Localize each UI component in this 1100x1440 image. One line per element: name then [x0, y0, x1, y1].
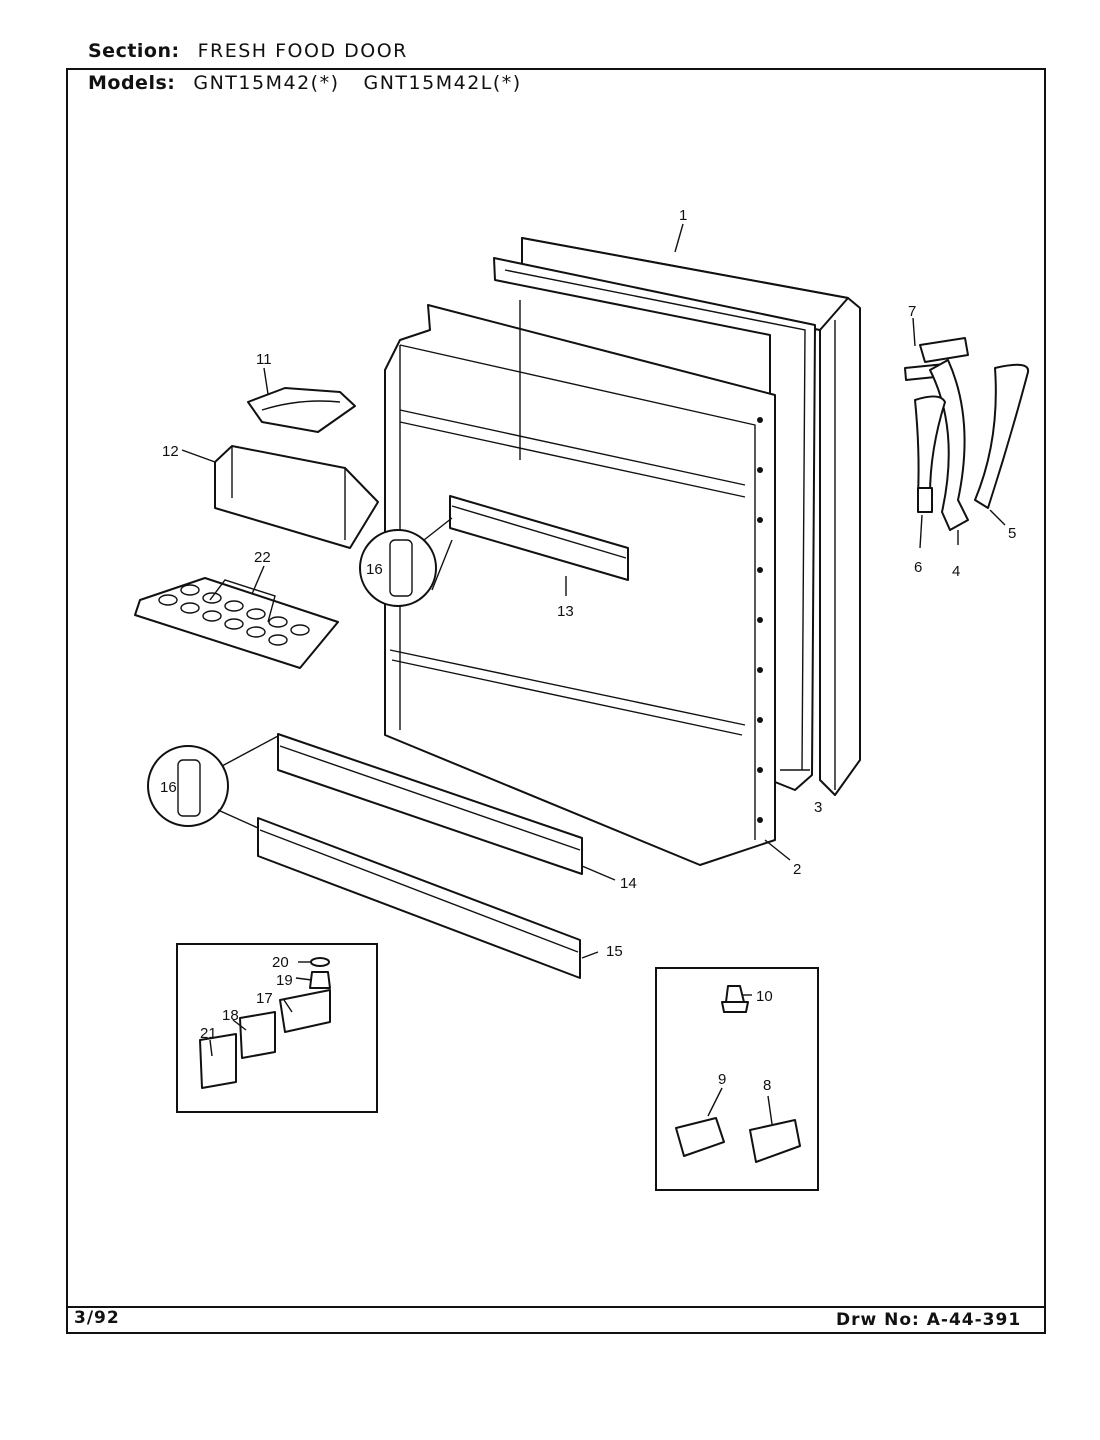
callout-3: 3	[814, 799, 822, 816]
hinge-spacer	[239, 1011, 276, 1059]
liner-screw-holes	[757, 417, 763, 823]
callout-13: 13	[557, 603, 574, 620]
inner-door-liner	[384, 300, 776, 866]
section-value: FRESH FOOD DOOR	[197, 40, 408, 62]
door-gasket	[493, 257, 816, 791]
butter-door	[247, 387, 356, 433]
egg-tray	[134, 577, 339, 669]
callout-20: 20	[272, 954, 289, 971]
callout-7: 7	[908, 303, 916, 320]
hinge-bracket	[279, 989, 331, 1033]
callout-18: 18	[222, 1007, 239, 1024]
upper-hinge-plate	[919, 337, 969, 363]
callout-1: 1	[679, 207, 687, 224]
callout-16-lower: 16	[160, 779, 177, 796]
footer-date: 3/92	[74, 1308, 120, 1328]
hinge-assembly-inset	[176, 943, 378, 1113]
callout-6: 6	[914, 559, 922, 576]
handle-trim	[929, 359, 969, 531]
handle	[974, 363, 1030, 509]
model-2: GNT15M42L(*)	[363, 72, 522, 94]
lower-shelf-bar	[277, 733, 583, 875]
callout-21: 21	[200, 1025, 217, 1042]
hinge-pin	[721, 985, 749, 1013]
callout-15: 15	[606, 943, 623, 960]
callout-4: 4	[952, 563, 960, 580]
lower-hinge-cover-left	[675, 1117, 725, 1157]
callout-8: 8	[763, 1077, 771, 1094]
callout-5: 5	[1008, 525, 1016, 542]
egg-cups	[158, 584, 310, 646]
callout-12: 12	[162, 443, 179, 460]
callout-11: 11	[256, 351, 272, 368]
handle-end-cap	[917, 487, 933, 513]
callout-22: 22	[254, 549, 271, 566]
callout-10: 10	[756, 988, 773, 1005]
hinge-hardware-inset	[655, 967, 819, 1191]
callout-16-upper: 16	[366, 561, 383, 578]
callout-2: 2	[793, 861, 801, 878]
callout-17: 17	[256, 990, 273, 1007]
washer	[310, 957, 330, 967]
upper-shelf-bar	[449, 495, 629, 581]
section-label: Section:	[88, 40, 180, 62]
footer-divider	[66, 1306, 1046, 1308]
bottom-shelf-bar	[257, 817, 581, 979]
section-heading: Section: FRESH FOOD DOOR	[88, 40, 408, 62]
models-label: Models:	[88, 72, 176, 94]
callout-14: 14	[620, 875, 637, 892]
callout-9: 9	[718, 1071, 726, 1088]
hinge-plate	[199, 1033, 237, 1089]
callout-labels: 1 2 3 4 5 6 7 8 9 10 11 12 13 14 15 16 1…	[160, 207, 1016, 1094]
butter-compartment	[214, 445, 379, 549]
models-heading: Models: GNT15M42(*) GNT15M42L(*)	[88, 72, 522, 94]
leader-lines	[181, 223, 1006, 1125]
drawing-number: Drw No: A-44-391	[836, 1310, 1022, 1330]
hinge-parts	[904, 337, 1030, 531]
lower-hinge-cover-right	[749, 1119, 801, 1163]
model-1: GNT15M42(*)	[193, 72, 340, 94]
end-cap-detail-upper	[359, 517, 453, 607]
bushing	[309, 971, 331, 989]
end-cap-detail-lower	[147, 735, 279, 829]
callout-19: 19	[276, 972, 293, 989]
handle-cover	[914, 395, 946, 496]
drawing-frame	[66, 68, 1046, 1334]
